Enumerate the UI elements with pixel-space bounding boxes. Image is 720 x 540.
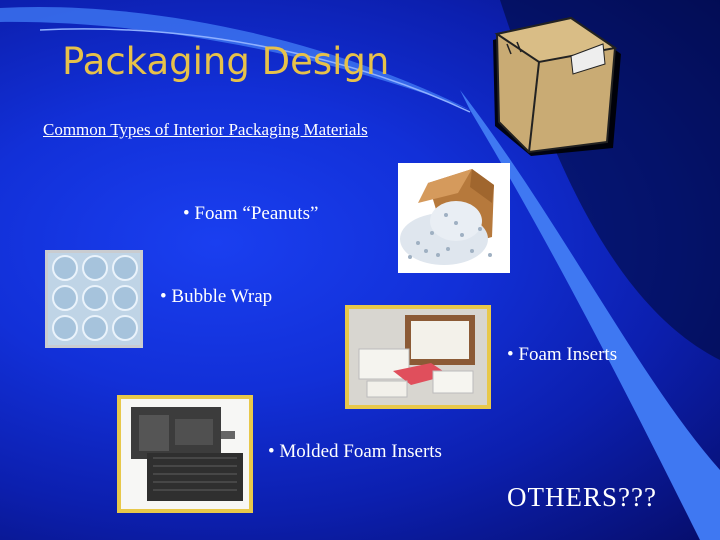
foam-inserts-photo <box>345 305 491 409</box>
bullet-bubble-wrap: • Bubble Wrap <box>160 286 273 307</box>
bullet-foam-inserts: • Foam Inserts <box>507 344 618 365</box>
bullet-foam-peanuts: • Foam “Peanuts” <box>183 203 319 224</box>
subtitle: Common Types of Interior Packaging Mater… <box>43 120 368 139</box>
others-caption: OTHERS??? <box>507 482 657 512</box>
bullet-molded-foam-inserts: • Molded Foam Inserts <box>268 441 442 462</box>
box-clipart-icon <box>493 16 621 156</box>
foam-peanuts-photo <box>398 163 510 273</box>
page-title: Packaging Design <box>62 40 390 83</box>
molded-foam-case-photo <box>117 395 253 513</box>
bubble-wrap-photo <box>45 250 143 348</box>
